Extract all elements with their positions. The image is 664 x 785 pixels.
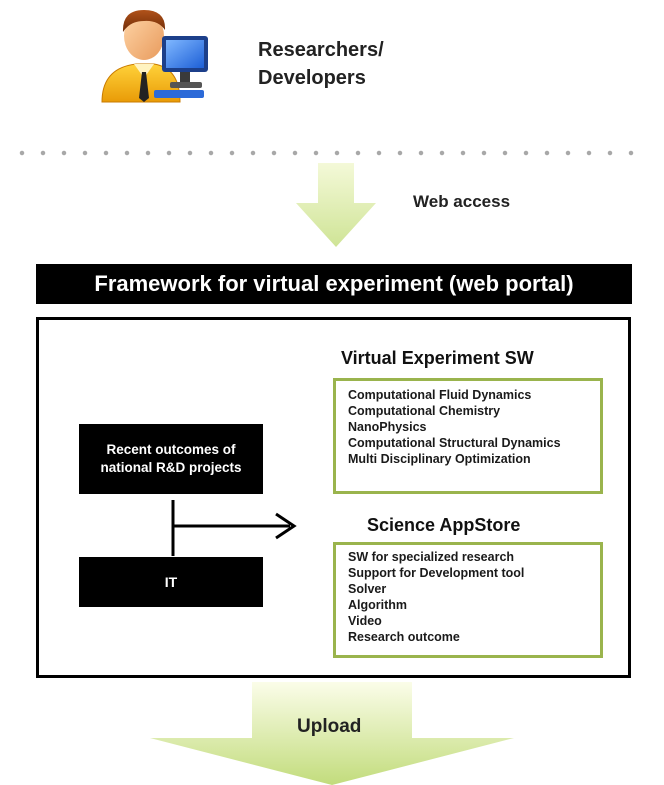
science-appstore-list: SW for specialized research Support for … <box>333 542 603 658</box>
web-access-label: Web access <box>413 192 511 211</box>
list-item: Computational Chemistry <box>348 404 501 418</box>
web-access-arrow <box>296 163 376 247</box>
list-item: NanoPhysics <box>348 420 427 434</box>
actor-label: Researchers/ Developers <box>258 36 384 92</box>
framework-title-bar: Framework for virtual experiment (web po… <box>36 264 632 304</box>
list-item: Research outcome <box>348 630 460 644</box>
list-item: Computational Structural Dynamics <box>348 436 561 450</box>
list-item: Computational Fluid Dynamics <box>348 388 532 402</box>
recent-outcomes-label: Recent outcomes of national R&D projects <box>100 442 242 475</box>
science-appstore-title: Science AppStore <box>367 515 521 535</box>
dotted-separator <box>19 150 647 156</box>
actor-label-line2: Developers <box>258 67 366 89</box>
list-item: Solver <box>348 582 387 596</box>
it-label: IT <box>164 574 178 590</box>
list-item: SW for specialized research <box>348 550 515 564</box>
upload-arrow <box>150 682 514 785</box>
actor-label-line1: Researchers/ <box>258 39 384 61</box>
it-box: IT <box>79 557 263 607</box>
list-item: Video <box>348 614 382 628</box>
virtual-experiment-list: Computational Fluid Dynamics Computation… <box>333 378 603 494</box>
virtual-experiment-title: Virtual Experiment SW <box>341 348 534 368</box>
recent-outcomes-box: Recent outcomes of national R&D projects <box>79 424 263 494</box>
list-item: Algorithm <box>348 598 408 612</box>
connector-arrow <box>171 500 297 556</box>
list-item: Support for Development tool <box>348 566 525 580</box>
upload-label: Upload <box>297 716 362 737</box>
researcher-with-computer-icon <box>101 10 208 103</box>
list-item: Multi Disciplinary Optimization <box>348 452 531 466</box>
